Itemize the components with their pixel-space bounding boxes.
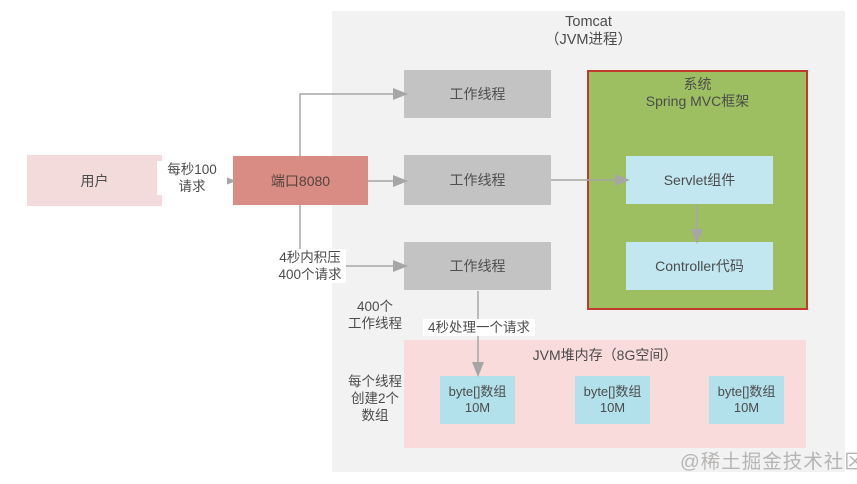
worker-thread-box-1: 工作线程 — [404, 70, 551, 118]
annotation-per-thread-arrays: 每个线程 创建2个 数组 — [344, 373, 406, 424]
annotation-line: 工作线程 — [348, 316, 402, 331]
annotation-backlog: 4秒内积压 400个请求 — [274, 249, 346, 283]
user-box: 用户 — [27, 155, 162, 206]
user-box-label: 用户 — [80, 172, 109, 189]
servlet-component-box: Servlet组件 — [626, 156, 773, 204]
annotation-line: 400个 — [356, 299, 394, 314]
annotation-line: 数组 — [361, 408, 389, 423]
tomcat-container-title: Tomcat （JVM进程） — [332, 13, 845, 49]
controller-label: Controller代码 — [655, 258, 744, 274]
byte-array-box-3: byte[]数组 10M — [709, 376, 784, 424]
servlet-label: Servlet组件 — [663, 172, 736, 188]
worker-thread-label: 工作线程 — [449, 258, 506, 274]
worker-thread-label: 工作线程 — [449, 86, 506, 102]
port-box-label: 端口8080 — [270, 172, 331, 189]
annotation-process-time: 4秒处理一个请求 — [423, 319, 535, 336]
byte-array-label: byte[]数组 — [583, 384, 642, 399]
tomcat-title-line2: （JVM进程） — [545, 32, 632, 48]
byte-array-size: 10M — [599, 400, 626, 415]
annotation-line: 创建2个 — [350, 391, 399, 406]
worker-thread-box-2: 工作线程 — [404, 155, 551, 205]
controller-code-box: Controller代码 — [626, 242, 773, 290]
juejin-watermark: @稀土掘金技术社区 — [680, 451, 857, 473]
worker-thread-label: 工作线程 — [449, 172, 506, 188]
spring-mvc-framework-title: 系统 Spring MVC框架 — [587, 76, 808, 110]
byte-array-label: byte[]数组 — [448, 384, 507, 399]
annotation-line: 每个线程 — [348, 374, 402, 389]
annotation-requests-per-second: 每秒100 请求 — [157, 161, 227, 195]
annotation-line: 每秒100 — [167, 162, 217, 177]
framework-title-line1: 系统 — [683, 76, 712, 92]
port-8080-box: 端口8080 — [233, 156, 368, 205]
byte-array-box-1: byte[]数组 10M — [440, 376, 515, 424]
annotation-line: 400个请求 — [278, 267, 342, 282]
framework-title-line2: Spring MVC框架 — [645, 93, 750, 109]
annotation-line: 请求 — [178, 179, 206, 194]
worker-thread-box-3: 工作线程 — [404, 242, 551, 290]
byte-array-label: byte[]数组 — [717, 384, 776, 399]
annotation-line: 4秒内积压 — [279, 250, 341, 265]
byte-array-size: 10M — [464, 400, 491, 415]
byte-array-box-2: byte[]数组 10M — [575, 376, 650, 424]
tomcat-title-line1: Tomcat — [565, 14, 612, 30]
annotation-thread-count: 400个 工作线程 — [344, 298, 406, 332]
jvm-heap-title: JVM堆内存（8G空间） — [532, 347, 678, 363]
byte-array-size: 10M — [733, 400, 760, 415]
